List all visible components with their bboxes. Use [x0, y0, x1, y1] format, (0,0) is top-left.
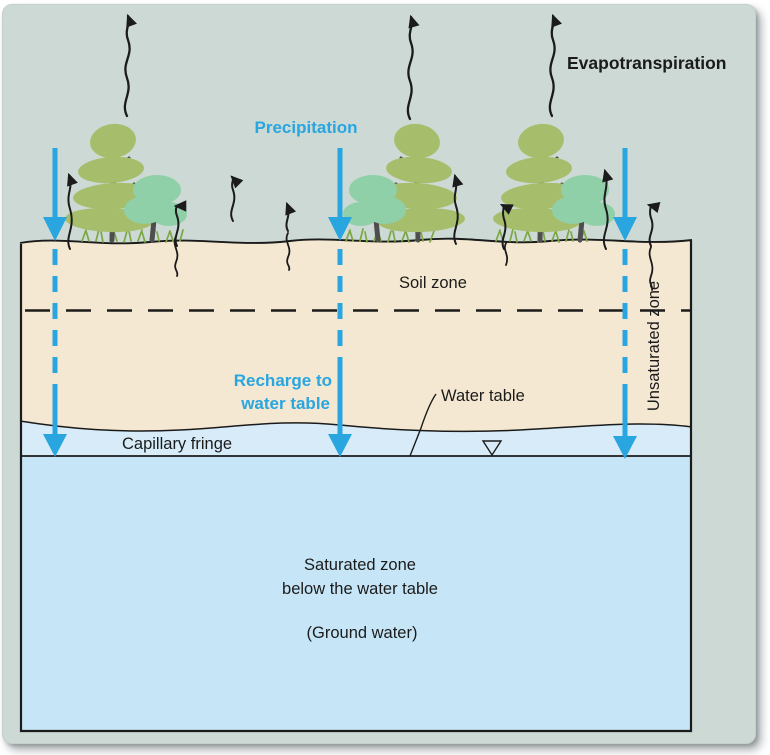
subsurface-regions	[19, 232, 693, 733]
tree-icon	[493, 121, 615, 240]
soil-zone-region	[20, 238, 692, 456]
infiltration-squiggles	[173, 232, 654, 291]
water-table-leader-line	[409, 393, 437, 457]
groundwater-diagram: Evapotranspiration Precipitation Soil zo…	[19, 13, 726, 733]
vapor-arrow-icon	[123, 13, 137, 118]
vapor-arrow-icon	[285, 201, 297, 232]
saturated-zone-region	[20, 456, 692, 732]
unsaturated-zone-label: Unsaturated zone	[645, 281, 663, 411]
squiggle-icon	[648, 246, 654, 291]
precipitation-arrow-icon	[613, 148, 637, 459]
tree-icon	[65, 121, 187, 240]
diagram-card: Evapotranspiration Precipitation Soil zo…	[2, 4, 756, 744]
squiggle-icon	[173, 235, 179, 277]
vapor-arrow-icon	[67, 172, 78, 250]
water-table-label: Water table	[441, 387, 525, 405]
soil-zone-label: Soil zone	[399, 274, 467, 292]
precipitation-arrow-icon	[328, 148, 352, 457]
recharge-label-line1: Recharge to	[234, 371, 332, 390]
vapor-arrow-icon	[548, 13, 562, 118]
diagram-box-border	[19, 241, 693, 733]
precipitation-arrow-icon	[43, 148, 67, 457]
evapotranspiration-label: Evapotranspiration	[567, 53, 726, 73]
evapotranspiration-arrows	[67, 13, 661, 250]
vapor-arrow-icon	[230, 175, 244, 222]
vapor-arrow-icon	[406, 14, 420, 121]
capillary-fringe-label: Capillary fringe	[122, 435, 232, 453]
vapor-arrow-icon	[499, 203, 514, 250]
vapor-arrow-icon	[646, 201, 661, 247]
water-table-symbol	[481, 440, 503, 457]
vegetation	[65, 121, 615, 243]
ground-water-label: (Ground water)	[307, 624, 418, 642]
saturated-zone-label-line1: Saturated zone	[304, 556, 416, 574]
precipitation-recharge-arrows	[43, 148, 637, 459]
vapor-arrow-icon	[602, 168, 614, 250]
squiggle-icon	[285, 232, 291, 271]
squiggle-icon	[503, 242, 509, 266]
saturated-zone-label-line2: below the water table	[282, 580, 438, 598]
precipitation-label: Precipitation	[255, 118, 358, 137]
recharge-label-line2: water table	[240, 394, 330, 413]
annotations: Evapotranspiration Precipitation Soil zo…	[122, 53, 726, 642]
vapor-arrow-icon	[173, 200, 187, 247]
tree-icon	[343, 121, 465, 240]
vapor-arrow-icon	[452, 173, 464, 245]
